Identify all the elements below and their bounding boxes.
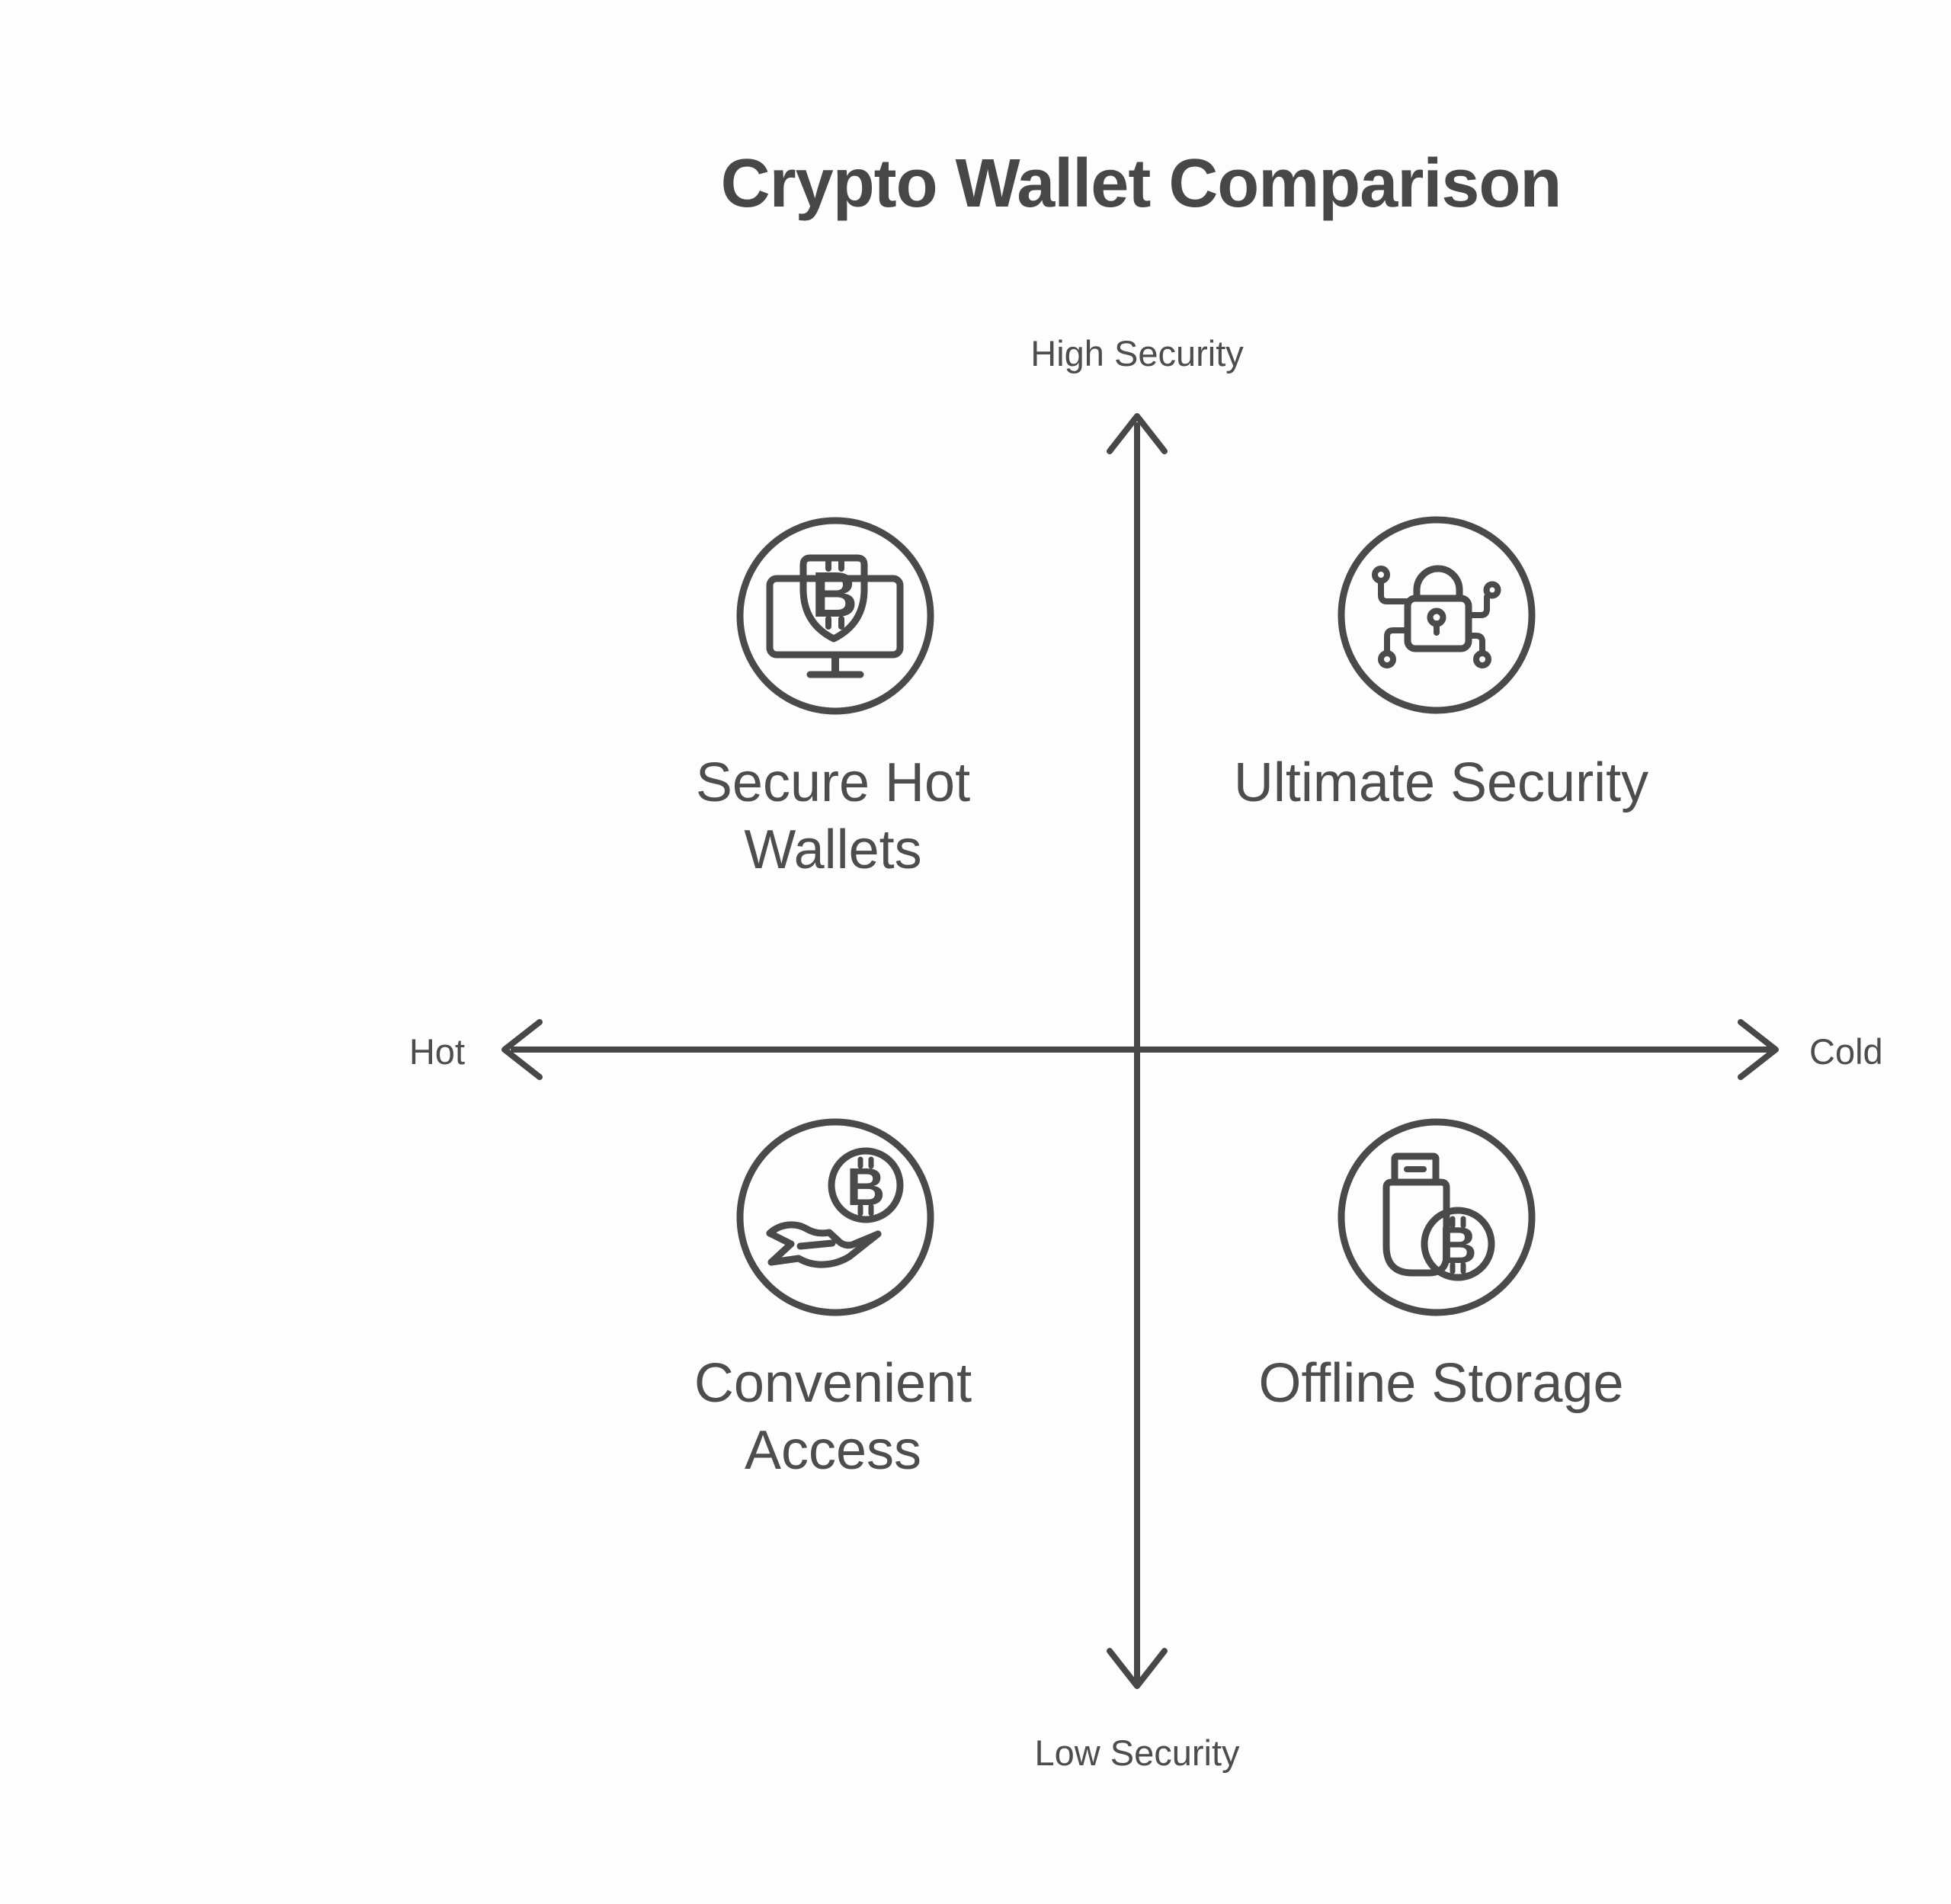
arrow-left-icon — [501, 1019, 543, 1080]
padlock-glyph — [1404, 565, 1472, 652]
axis-label-high-security: High Security — [1030, 333, 1244, 373]
page-title: Crypto Wallet Comparison — [720, 146, 1562, 222]
label-convenient-access: Convenient Access — [694, 1353, 972, 1481]
icon-circle-mint — [736, 517, 934, 715]
svg-text:B: B — [812, 559, 858, 630]
axis-label-cold: Cold — [1809, 1031, 1883, 1072]
arrow-up-icon — [1107, 413, 1168, 454]
shield-bitcoin-glyph: B — [799, 554, 868, 643]
arrow-right-icon — [1738, 1019, 1779, 1080]
axis-label-hot: Hot — [408, 1031, 465, 1072]
label-secure-hot-wallets: Secure Hot Wallets — [695, 752, 971, 880]
hand-bitcoin-coin-icon: B — [736, 1118, 934, 1316]
monitor-shield-bitcoin-icon: B — [736, 517, 934, 715]
open-hand-glyph — [766, 1221, 882, 1268]
label-ultimate-security: Ultimate Security — [1233, 752, 1649, 813]
svg-text:B: B — [1439, 1216, 1476, 1274]
usb-drive-glyph — [1382, 1152, 1450, 1277]
axis-label-low-security: Low Security — [1034, 1733, 1240, 1773]
usb-drive-bitcoin-icon: B — [1338, 1118, 1536, 1316]
label-offline-storage: Offline Storage — [1258, 1353, 1624, 1414]
svg-text:B: B — [847, 1157, 886, 1216]
encrypted-padlock-icon — [1338, 516, 1536, 714]
bitcoin-coin-glyph: B — [1421, 1207, 1495, 1281]
icon-circle-orange — [1338, 1118, 1536, 1316]
icon-circle-yellow — [736, 1118, 934, 1316]
icon-circle-lime — [1338, 516, 1536, 714]
arrow-down-icon — [1107, 1648, 1168, 1689]
monitor-glyph — [766, 575, 904, 678]
circuit-traces-glyph — [1372, 566, 1501, 668]
bitcoin-coin-glyph: B — [828, 1147, 904, 1223]
